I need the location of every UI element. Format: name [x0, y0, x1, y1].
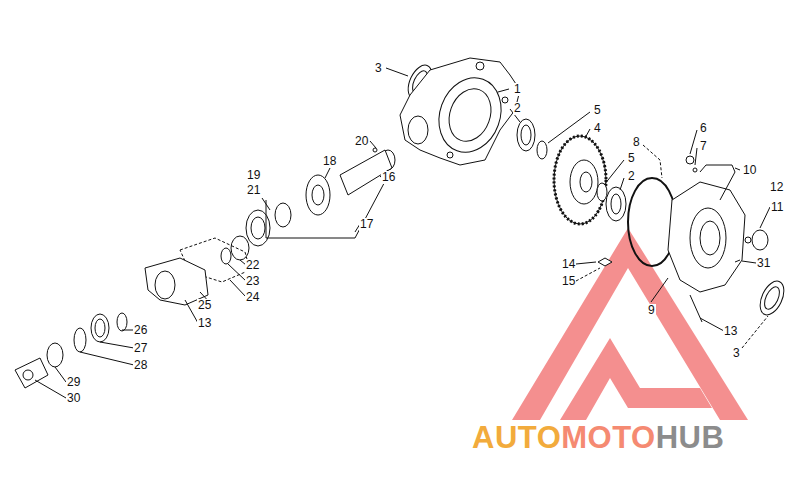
- callout-number: 26: [133, 324, 148, 337]
- callout-number: 23: [245, 275, 260, 288]
- callout-number: 15: [561, 275, 576, 288]
- callout-number: 3: [732, 347, 741, 360]
- callout-number: 22: [245, 259, 260, 272]
- callout-number: 5: [593, 104, 602, 117]
- callout-number: 14: [561, 258, 576, 271]
- watermark: AUTOMOTOHUB: [472, 420, 724, 456]
- callout-number: 21: [246, 184, 261, 197]
- callout-number: 11: [770, 201, 784, 214]
- callout-number: 9: [647, 304, 656, 317]
- callout-number: 29: [66, 376, 81, 389]
- callout-number: 2: [513, 102, 522, 115]
- callout-number: 16: [381, 171, 396, 184]
- callout-number: 5: [627, 152, 636, 165]
- callout-number: 8: [632, 136, 641, 149]
- callout-number: 3: [374, 62, 383, 75]
- callout-number: 18: [322, 155, 337, 168]
- callout-number: 31: [756, 257, 771, 270]
- callout-number: 20: [354, 135, 369, 148]
- watermark-text: HUB: [656, 420, 725, 456]
- callout-number: 13: [723, 325, 738, 338]
- callout-number: 25: [197, 299, 212, 312]
- callout-number: 1: [513, 83, 522, 96]
- callout-number: 10: [742, 164, 757, 177]
- callout-number: 6: [699, 122, 708, 135]
- callout-number: 2: [627, 170, 636, 183]
- callout-number: 28: [133, 359, 148, 372]
- callout-number: 27: [133, 342, 148, 355]
- callout-number: 17: [359, 218, 374, 231]
- callout-number: 19: [246, 169, 261, 182]
- callout-number: 4: [593, 122, 602, 135]
- callout-number: 7: [699, 140, 708, 153]
- watermark-text: AUTO: [472, 420, 561, 456]
- callout-number: 13: [197, 317, 212, 330]
- callout-number: 30: [66, 392, 81, 405]
- callout-number: 24: [245, 291, 260, 304]
- callout-number: 12: [769, 181, 784, 194]
- watermark-text: MOTO: [561, 420, 655, 456]
